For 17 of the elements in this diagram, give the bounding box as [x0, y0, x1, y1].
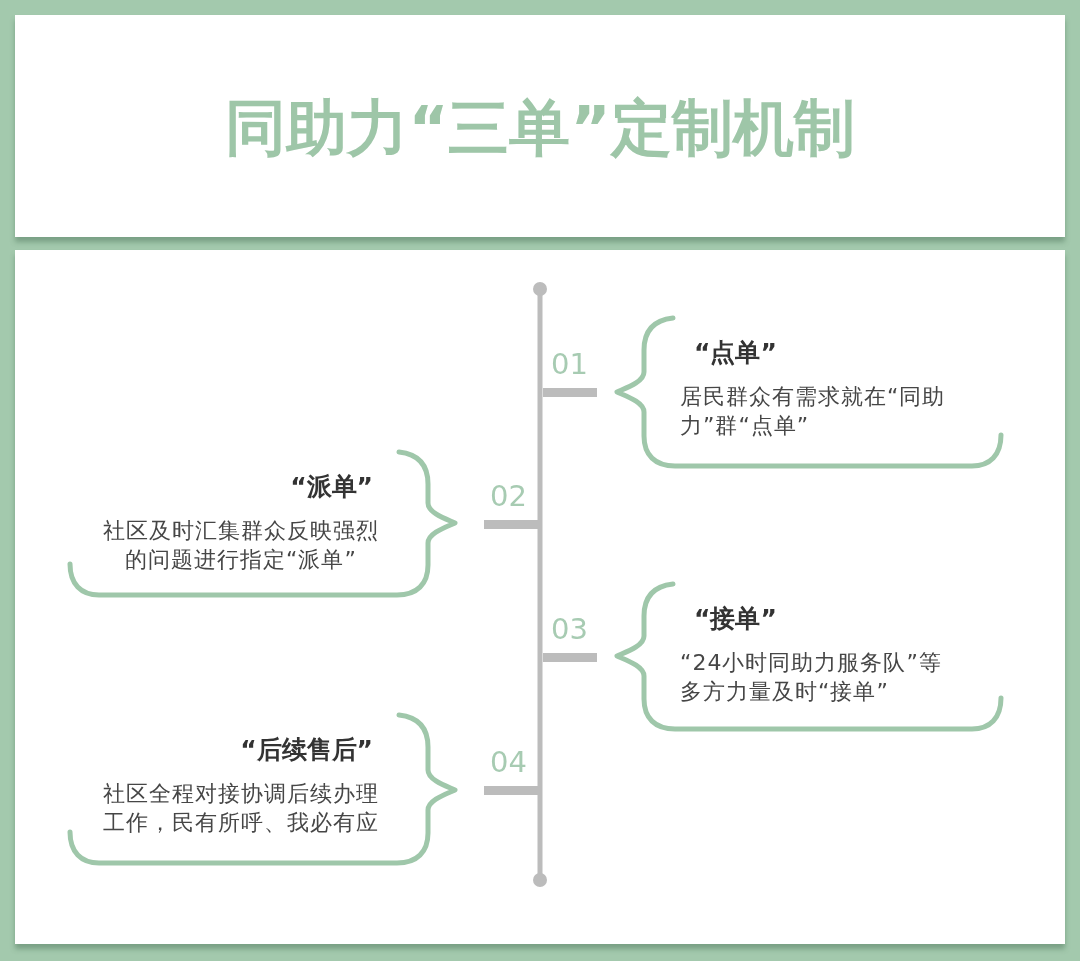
- bubble-text: “24小时同助力服务队”等多方力量及时“接单”: [680, 649, 943, 706]
- bubble-text: 居民群众有需求就在“同助力”群“点单”: [680, 383, 947, 440]
- step-number: 01: [551, 347, 588, 381]
- step-number: 04: [490, 745, 527, 779]
- callout-bubble: [613, 314, 1005, 470]
- bubble-heading: “点单”: [694, 337, 777, 369]
- diagram-title: 同助力“三单”定制机制: [225, 95, 855, 161]
- callout-bubble: [66, 448, 459, 599]
- bubble-heading: “派单”: [290, 471, 373, 503]
- step-number: 03: [551, 612, 588, 646]
- bubble-heading: “后续售后”: [240, 734, 373, 766]
- bubble-text: 社区及时汇集群众反映强烈的问题进行指定“派单”: [102, 517, 380, 574]
- bubble-heading: “接单”: [694, 603, 777, 635]
- bubble-text: 社区全程对接协调后续办理工作，民有所呼、我必有应: [102, 780, 380, 837]
- callout-bubble: [613, 580, 1005, 733]
- step-number: 02: [490, 479, 527, 513]
- callout-bubble: [66, 711, 459, 867]
